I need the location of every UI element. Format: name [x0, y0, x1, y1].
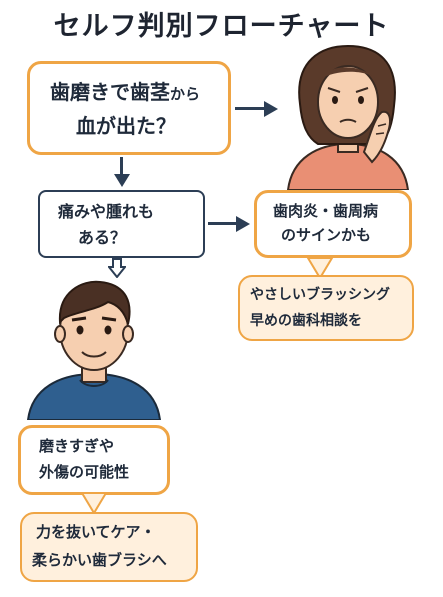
result-no-line1: 磨きすぎや	[39, 437, 115, 455]
connector-yes	[306, 258, 334, 280]
start-text-line1: 歯磨きで歯茎	[50, 80, 170, 104]
page-title: セルフ判別フローチャート	[53, 11, 390, 42]
start-text-line1-small: から	[170, 85, 201, 103]
result-yes-line2: のサインかも	[281, 226, 372, 244]
arrowhead-right-1	[264, 101, 278, 117]
advice-no-box: 力を抜いてケア・ 柔らかい歯ブラシへ	[20, 512, 198, 582]
arrowhead-down-1	[114, 174, 130, 187]
question-text-line2: ある？	[78, 228, 127, 247]
advice-no-line2: 柔らかい歯ブラシへ	[32, 551, 167, 569]
arrow-down-1	[120, 157, 123, 177]
arrow-right-2	[208, 222, 238, 225]
result-yes-box: 歯肉炎・歯周病 のサインかも	[254, 190, 412, 258]
outline-arrow-down	[108, 258, 126, 278]
advice-yes-line2: 早めの歯科相談を	[250, 313, 362, 329]
arrowhead-right-2	[236, 216, 250, 232]
result-no-line2: 外傷の可能性	[39, 463, 130, 481]
connector-no	[80, 493, 108, 515]
advice-yes-line1: やさしいブラッシング	[250, 287, 390, 303]
question-text-line1: 痛みや腫れも	[58, 202, 155, 221]
advice-no-line1: 力を抜いてケア・	[36, 523, 156, 541]
man-illustration	[26, 280, 162, 420]
advice-yes-box: やさしいブラッシング 早めの歯科相談を	[238, 275, 414, 341]
result-yes-line1: 歯肉炎・歯周病	[273, 202, 379, 220]
start-box: 歯磨きで歯茎から 血が出た？	[27, 61, 231, 155]
question-box: 痛みや腫れも ある？	[38, 190, 205, 258]
worried-woman-illustration	[286, 44, 410, 190]
arrow-right-1	[235, 107, 267, 110]
result-no-box: 磨きすぎや 外傷の可能性	[18, 425, 170, 495]
start-text-line2: 血が出た？	[76, 114, 176, 138]
